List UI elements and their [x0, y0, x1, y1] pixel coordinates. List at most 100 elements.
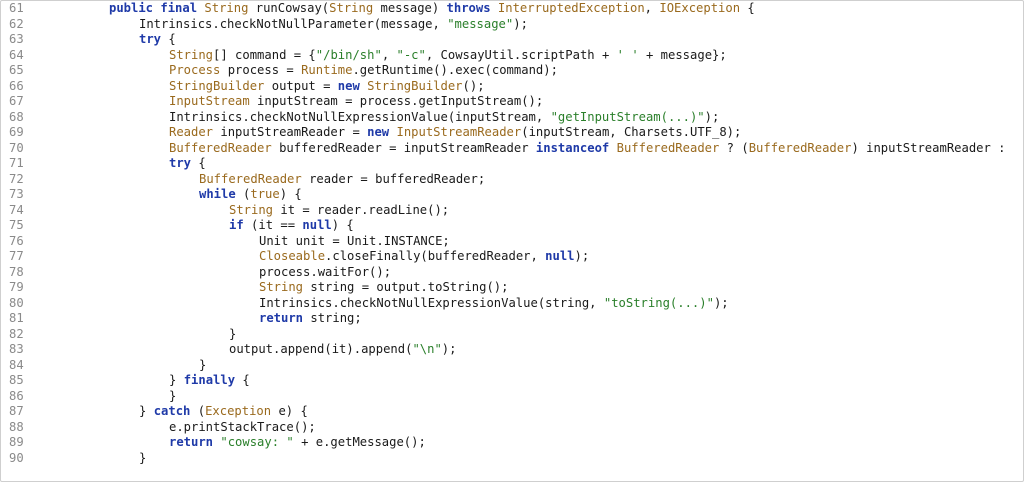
code-token: Intrinsics.checkNotNullExpressionValue(s… [259, 295, 604, 310]
code-token: (inputStream, Charsets.UTF_8); [521, 125, 742, 139]
code-token: String [169, 47, 214, 62]
line-number: 64 [9, 47, 24, 62]
line-number: 72 [9, 171, 24, 186]
code-line[interactable]: 63 try { [1, 32, 1023, 48]
code-token: null [302, 218, 332, 232]
code-token: StringBuilder [169, 78, 265, 93]
code-line[interactable]: 85} finally { [1, 373, 1023, 389]
line-number: 86 [9, 388, 24, 403]
code-text: output.append(it).append("\n"); [229, 342, 456, 358]
line-number: 66 [9, 78, 24, 93]
code-text: process.waitFor(); [259, 265, 391, 281]
code-token: while [199, 187, 236, 201]
code-token: StringBuilder [367, 78, 463, 93]
code-line[interactable]: 73 while (true) { [1, 187, 1023, 203]
code-token: if [229, 218, 244, 232]
code-text: BufferedReader reader = bufferedReader; [199, 172, 485, 188]
code-text: Process process = Runtime.getRuntime().e… [169, 63, 558, 79]
code-line[interactable]: 72 BufferedReader reader = bufferedReader… [1, 172, 1023, 188]
code-line[interactable]: 65 Process process = Runtime.getRuntime()… [1, 63, 1023, 79]
code-token: ) inputStreamReader : [851, 140, 1006, 155]
code-text: try { [139, 32, 176, 48]
line-number: 77 [9, 249, 24, 263]
code-token: BufferedReader [169, 140, 272, 155]
code-text: } [139, 451, 146, 467]
code-token: String [329, 1, 374, 15]
code-token: + e.getMessage(); [293, 435, 426, 449]
code-text: try { [169, 156, 206, 172]
code-token: ); [513, 16, 528, 31]
code-token: } [199, 357, 207, 372]
code-token: new [367, 125, 397, 139]
code-line[interactable]: 86} [1, 389, 1023, 405]
code-token: Closeable [259, 249, 326, 263]
code-token: return [169, 435, 221, 449]
line-number: 63 [9, 32, 24, 46]
code-token: output = [264, 78, 338, 93]
code-token: Unit unit = Unit.INSTANCE; [259, 233, 450, 248]
code-line[interactable]: 87} catch (Exception e) { [1, 404, 1023, 420]
code-line[interactable]: 77 Closeable.closeFinally(bufferedReader,… [1, 249, 1023, 265]
code-token: "-c" [396, 47, 426, 62]
code-token: { [161, 32, 176, 46]
line-number: 90 [9, 450, 24, 465]
code-token: String [259, 280, 304, 294]
code-token: .closeFinally(bufferedReader, [325, 249, 546, 263]
code-token: BufferedReader [616, 140, 720, 155]
line-number: 78 [9, 264, 24, 279]
code-token: } [169, 388, 177, 403]
code-token: Runtime [301, 63, 353, 77]
line-number: 69 [9, 125, 24, 139]
code-token: String [204, 1, 249, 15]
code-text: } [229, 327, 236, 343]
code-token: String [229, 202, 274, 217]
code-token: ) { [279, 187, 302, 201]
code-text: BufferedReader bufferedReader = inputStr… [169, 141, 1006, 157]
code-text: Intrinsics.checkNotNullExpressionValue(s… [259, 296, 729, 312]
code-token: ( [190, 404, 206, 418]
line-number: 65 [9, 63, 24, 77]
code-token: InputStreamReader [396, 125, 522, 139]
code-line[interactable]: 70 BufferedReader bufferedReader = inputS… [1, 141, 1023, 157]
code-token: , CowsayUtil.scriptPath + [425, 47, 617, 62]
line-number: 73 [9, 187, 24, 201]
code-token: string; [303, 311, 362, 325]
code-text: Intrinsics.checkNotNullParameter(message… [139, 17, 528, 33]
line-number: 83 [9, 342, 24, 356]
code-token: public final [109, 1, 205, 15]
code-token: return [259, 311, 304, 325]
code-token: reader = bufferedReader; [301, 171, 486, 186]
code-line[interactable]: 84} [1, 358, 1023, 374]
code-text: String it = reader.readLine(); [229, 203, 449, 219]
line-number: 85 [9, 373, 24, 387]
code-text: Reader inputStreamReader = new InputStre… [169, 125, 741, 141]
code-token: BufferedReader [748, 140, 852, 155]
line-number: 67 [9, 94, 24, 108]
code-line[interactable]: 78 process.waitFor(); [1, 265, 1023, 281]
line-number: 84 [9, 357, 24, 372]
code-text: while (true) { [199, 187, 302, 203]
code-token: InterruptedException [497, 1, 645, 15]
line-number: 70 [9, 140, 24, 155]
code-token: instanceof [535, 140, 617, 155]
code-line[interactable]: 83 output.append(it).append("\n"); [1, 342, 1023, 358]
code-line[interactable]: 69 Reader inputStreamReader = new InputSt… [1, 125, 1023, 141]
code-line[interactable]: 82} [1, 327, 1023, 343]
code-line[interactable]: 90} [1, 451, 1023, 467]
